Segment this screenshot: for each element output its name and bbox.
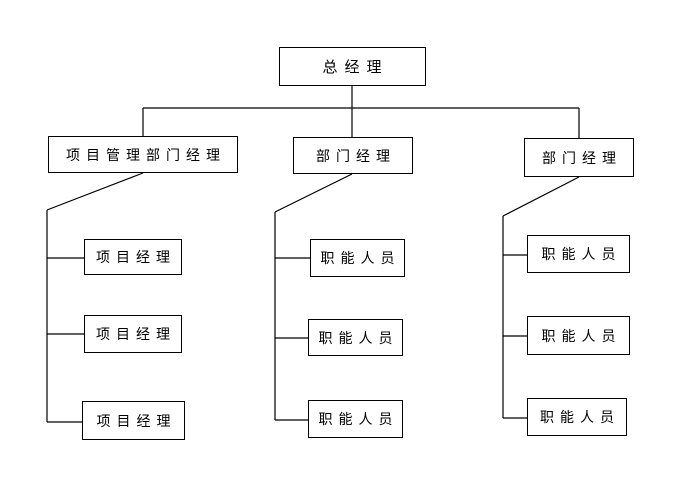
staff-3-1-label: 职能人员 bbox=[541, 247, 622, 263]
staff-node-2-3: 职能人员 bbox=[308, 400, 403, 438]
manager-1-label: 项目管理部门经理 bbox=[66, 147, 226, 164]
staff-1-1-label: 项目经理 bbox=[96, 250, 176, 266]
staff-node-3-1: 职能人员 bbox=[527, 235, 630, 273]
staff-node-1-1: 项目经理 bbox=[84, 239, 182, 275]
staff-node-1-3: 项目经理 bbox=[82, 401, 185, 440]
staff-node-3-2: 职能人员 bbox=[527, 316, 630, 355]
branch-1-diagonal bbox=[46, 172, 144, 211]
manager-node-2: 部门经理 bbox=[293, 137, 413, 174]
staff-node-2-1: 职能人员 bbox=[310, 239, 405, 277]
staff-node-2-2: 职能人员 bbox=[308, 319, 403, 356]
branch-2-diagonal bbox=[274, 173, 353, 213]
manager-2-label: 部门经理 bbox=[316, 148, 396, 165]
manager-3-label: 部门经理 bbox=[542, 150, 622, 167]
staff-node-3-3: 职能人员 bbox=[527, 398, 627, 436]
staff-1-2-label: 项目经理 bbox=[96, 327, 176, 343]
staff-1-3-label: 项目经理 bbox=[96, 413, 177, 430]
staff-3-3-label: 职能人员 bbox=[540, 410, 620, 426]
staff-3-2-label: 职能人员 bbox=[541, 328, 622, 345]
root-node: 总经理 bbox=[279, 47, 426, 86]
manager-node-1: 项目管理部门经理 bbox=[48, 136, 238, 173]
branch-3-diagonal bbox=[502, 176, 580, 217]
staff-2-2-label: 职能人员 bbox=[318, 330, 399, 347]
manager-node-3: 部门经理 bbox=[524, 138, 634, 177]
root-label: 总经理 bbox=[322, 58, 389, 76]
staff-2-3-label: 职能人员 bbox=[318, 412, 399, 428]
staff-node-1-2: 项目经理 bbox=[84, 315, 182, 353]
staff-2-1-label: 职能人员 bbox=[320, 251, 401, 267]
